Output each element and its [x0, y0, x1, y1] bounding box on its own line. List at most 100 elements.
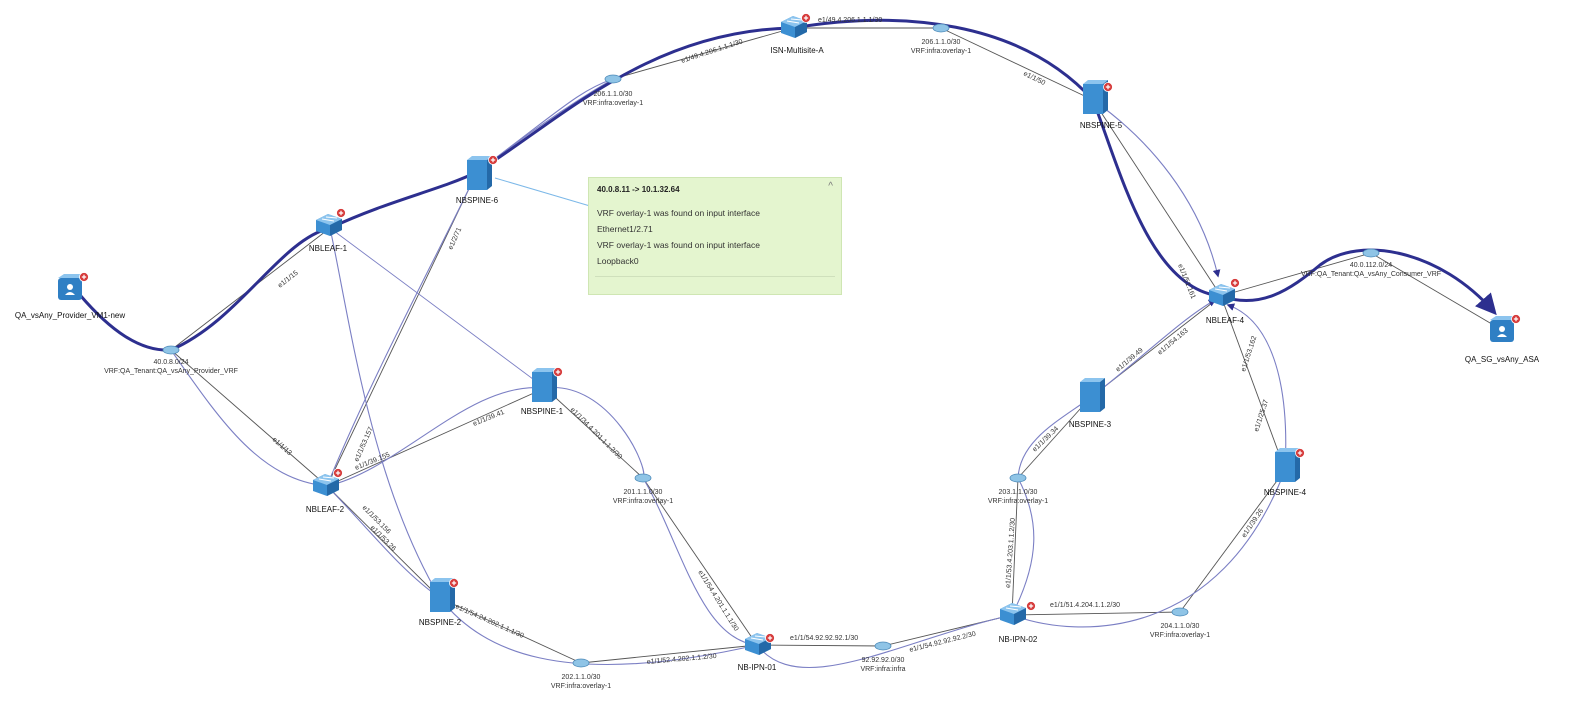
subnet-203[interactable]: 203.1.1.0/30 VRF:infra:overlay-1 [988, 473, 1048, 505]
node-qa-consumer[interactable]: QA_SG_vsAny_ASA [1465, 313, 1540, 365]
link-nbleaf2-nbspine1 [326, 387, 546, 487]
node-name: QA_SG_vsAny_ASA [1465, 355, 1540, 364]
node-name: NBSPINE-3 [1069, 420, 1112, 429]
subnet-202[interactable]: 202.1.1.0/30 VRF:infra:overlay-1 [551, 658, 611, 690]
subnet-ip: 40.0.8.0/24 [153, 359, 188, 366]
node-nbleaf1[interactable]: NBLEAF-1 [309, 207, 348, 254]
path-provider-nbleaf2 [170, 349, 328, 487]
node-qa-provider[interactable]: QA_vsAny_Provider_VM1-new [15, 271, 125, 321]
tooltip-divider [595, 276, 835, 277]
device-nodes: QA_vsAny_Provider_VM1-new QA_SG_vsAny_AS… [15, 12, 1540, 672]
subnet-204[interactable]: 204.1.1.0/30 VRF:infra:overlay-1 [1150, 607, 1210, 639]
node-ipn02[interactable]: NB-IPN-02 [999, 600, 1038, 645]
subnet-201[interactable]: 201.1.1.0/30 VRF:infra:overlay-1 [613, 473, 673, 505]
subnet-206-right[interactable]: 206.1.1.0/30 VRF:infra:overlay-1 [911, 23, 971, 55]
node-nbspine4[interactable]: NBSPINE-4 [1264, 447, 1307, 497]
link-label: e1/1/50 [1022, 71, 1046, 88]
node-name: NBSPINE-1 [521, 407, 564, 416]
subnet-ip: 206.1.1.0/30 [922, 39, 961, 46]
trace-tooltip: 40.0.8.11 -> 10.1.32.64 ^ VRF overlay-1 … [588, 177, 842, 295]
node-name: NBSPINE-6 [456, 196, 499, 205]
subnet-92[interactable]: 92.92.92.0/30 VRF:infra:infra [860, 641, 906, 673]
node-nbleaf2[interactable]: NBLEAF-2 [306, 467, 345, 515]
link-ipn01-s92 [756, 644, 884, 647]
subnet-ip: 202.1.1.0/30 [562, 674, 601, 681]
node-nbspine3[interactable]: NBSPINE-3 [1069, 378, 1112, 429]
path-nbspine4-nbleaf4 [1226, 303, 1287, 471]
node-nbspine5[interactable]: NBSPINE-5 [1080, 80, 1123, 130]
subnet-ip: 204.1.1.0/30 [1161, 623, 1200, 630]
alert-badge-icon [332, 467, 344, 479]
link-s206l-isn [612, 27, 794, 80]
link-nbleaf2-nbspine2 [326, 485, 441, 599]
alert-badge-icon [1102, 81, 1114, 93]
collapse-icon[interactable]: ^ [828, 181, 833, 192]
link-label: e1/2/71 [447, 227, 463, 251]
subnet-vrf: VRF:infra:overlay-1 [911, 48, 971, 55]
link-s201-ipn01 [642, 477, 758, 646]
subnet-icon [604, 74, 622, 84]
subnet-icon [1362, 248, 1380, 258]
alert-badge-icon [1510, 313, 1522, 325]
link-label: e1/1/54.24.202.1.1.1/30 [454, 603, 525, 640]
node-nbspine2[interactable]: NBSPINE-2 [419, 577, 462, 627]
subnet-vrf: VRF:infra:overlay-1 [583, 100, 643, 107]
tooltip-line: VRF overlay-1 was found on input interfa… [597, 240, 761, 250]
trace-vm-provider [78, 294, 172, 352]
tooltip-title: 40.0.8.11 -> 10.1.32.64 [597, 185, 680, 194]
link-label: e1/1/15 [277, 270, 300, 290]
subnet-ip: 203.1.1.0/30 [999, 489, 1038, 496]
node-isn[interactable]: ISN-Multisite-A [770, 12, 824, 56]
node-ipn01[interactable]: NB-IPN-01 [738, 632, 777, 672]
path-ipn02-s203 [1011, 477, 1035, 616]
node-nbspine6[interactable]: NBSPINE-6 [456, 154, 499, 206]
subnet-consumer-vrf[interactable]: 40.0.112.0/24 VRF:QA_Tenant:QA_vsAny_Con… [1301, 248, 1441, 278]
link-ipn02-s203 [1011, 477, 1019, 616]
node-name: NBSPINE-4 [1264, 488, 1307, 497]
subnet-icon [1009, 473, 1027, 483]
subnet-icon [1171, 607, 1189, 617]
path-nbleaf2-nbspine6 [326, 171, 478, 487]
link-s202-ipn01 [580, 644, 758, 664]
alert-badge-icon [800, 12, 812, 24]
trace-isn-nbspine5 [792, 18, 1095, 102]
link-labels: e1/49.4.206.1.1.1/30 e1/49.4.206.1.1.1/3… [271, 17, 1270, 666]
node-nbleaf4[interactable]: NBLEAF-4 [1206, 277, 1245, 326]
node-name: NBLEAF-1 [309, 244, 348, 253]
subnet-vrf: VRF:QA_Tenant:QA_vsAny_Provider_VRF [104, 368, 238, 375]
link-label: e1/1/39.41 [472, 409, 505, 428]
node-name: NB-IPN-01 [738, 663, 777, 672]
subnet-icon [932, 23, 950, 33]
link-consumer-vm [1370, 252, 1503, 331]
alert-badge-icon [1025, 600, 1037, 612]
link-nbspine4-nbleaf4 [1220, 295, 1286, 471]
path-ipn02-nbspine4 [1011, 469, 1286, 628]
link-provider-nbleaf2 [170, 349, 328, 487]
subnet-ip: 40.0.112.0/24 [1350, 262, 1392, 269]
subnet-vrf: VRF:infra:overlay-1 [551, 683, 611, 690]
node-nbspine1[interactable]: NBSPINE-1 [521, 366, 564, 417]
link-nbspine1-s201 [544, 387, 644, 479]
trace-nbleaf4-consumer [1220, 248, 1497, 316]
link-label: e1/49.4.206.1.1.1/30 [680, 38, 743, 65]
link-label: e1/49.4.206.1.1.1/30 [818, 17, 882, 24]
subnet-icon [634, 473, 652, 483]
subnet-provider-vrf[interactable]: 40.0.8.0/24 VRF:QA_Tenant:QA_vsAny_Provi… [104, 345, 238, 375]
subnet-vrf: VRF:QA_Tenant:QA_vsAny_Consumer_VRF [1301, 271, 1441, 278]
link-nbleaf1-nbspine1 [329, 227, 546, 389]
subnet-206-left[interactable]: 206.1.1.0/30 VRF:infra:overlay-1 [583, 74, 643, 107]
physical-links [170, 27, 1503, 664]
subnet-vrf: VRF:infra:overlay-1 [613, 498, 673, 505]
tooltip-line: Ethernet1/2.71 [597, 224, 653, 234]
path-nbspine1-s201 [544, 387, 645, 479]
node-name: ISN-Multisite-A [770, 46, 824, 55]
node-name: NBLEAF-4 [1206, 316, 1245, 325]
link-nbspine2-s202 [439, 597, 582, 664]
link-label: e1/1/51.4.204.1.1.2/30 [1050, 602, 1120, 609]
subnet-vrf: VRF:infra:infra [860, 666, 905, 673]
subnet-icon [572, 658, 590, 668]
link-ipn02-s204 [1011, 611, 1181, 616]
link-label: e1/1/34.4.201.1.1.2/30 [569, 406, 624, 461]
subnet-vrf: VRF:infra:overlay-1 [988, 498, 1048, 505]
